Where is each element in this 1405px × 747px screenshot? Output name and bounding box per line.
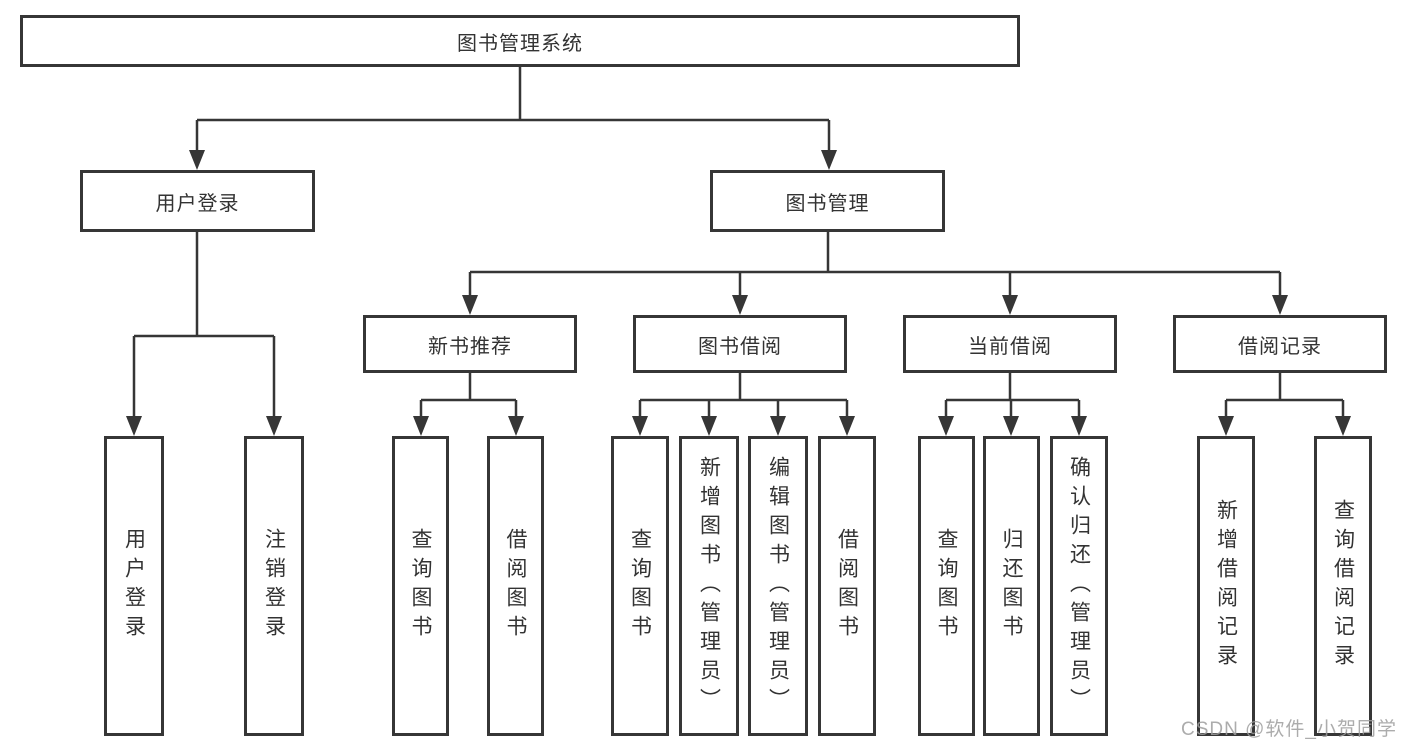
connector-new-book-spine [421, 373, 516, 402]
leaf-user-login-label: 用户登录 [122, 528, 146, 644]
leaf-query-books-current: 查询图书 [918, 436, 975, 736]
node-borrow-records: 借阅记录 [1173, 315, 1387, 373]
node-user-login-label: 用户登录 [155, 192, 240, 215]
leaf-borrow-books-recommend-label: 借阅图书 [504, 528, 527, 644]
node-book-management-label: 图书管理 [785, 192, 870, 215]
leaf-query-books-borrow: 查询图书 [611, 436, 669, 736]
node-book-management: 图书管理 [710, 170, 945, 232]
node-user-login: 用户登录 [80, 170, 315, 232]
csdn-watermark: CSDN @软件_小贺同学 [1181, 719, 1397, 740]
leaf-confirm-return-admin-label: 确认归还（管理员） [1067, 455, 1091, 717]
node-root-system: 图书管理系统 [20, 15, 1020, 67]
node-book-borrow: 图书借阅 [633, 315, 847, 373]
leaf-return-books: 归还图书 [983, 436, 1040, 736]
leaf-borrow-books-recommend: 借阅图书 [487, 436, 544, 736]
connector-book-borrow-spine [640, 373, 847, 402]
connector-root-spine [197, 67, 829, 122]
connector-current-borrow-spine [946, 373, 1079, 402]
node-current-borrow-label: 当前借阅 [968, 335, 1052, 358]
leaf-query-borrow-record: 查询借阅记录 [1314, 436, 1372, 736]
leaf-edit-books-admin-label: 编辑图书（管理员） [766, 455, 790, 717]
node-new-book-recommend-label: 新书推荐 [428, 335, 512, 358]
connector-book-management-spine [470, 232, 1280, 274]
leaf-add-books-admin-label: 新增图书（管理员） [697, 455, 721, 717]
leaf-borrow-books-borrow-label: 借阅图书 [835, 528, 859, 644]
leaf-return-books-label: 归还图书 [1000, 528, 1023, 644]
leaf-add-borrow-record-label: 新增借阅记录 [1214, 499, 1238, 673]
leaf-add-borrow-record: 新增借阅记录 [1197, 436, 1255, 736]
leaf-borrow-books-borrow: 借阅图书 [818, 436, 876, 736]
connector-user-login-spine [134, 232, 274, 338]
leaf-query-borrow-record-label: 查询借阅记录 [1331, 499, 1355, 673]
leaf-query-books-current-label: 查询图书 [935, 528, 958, 644]
node-new-book-recommend: 新书推荐 [363, 315, 577, 373]
node-root-label: 图书管理系统 [457, 32, 583, 55]
node-borrow-records-label: 借阅记录 [1238, 335, 1322, 358]
leaf-logout-label: 注销登录 [262, 528, 286, 644]
leaf-user-login: 用户登录 [104, 436, 164, 736]
connector-borrow-records-spine [1226, 373, 1343, 402]
node-book-borrow-label: 图书借阅 [698, 335, 782, 358]
node-current-borrow: 当前借阅 [903, 315, 1117, 373]
leaf-edit-books-admin: 编辑图书（管理员） [748, 436, 808, 736]
leaf-logout: 注销登录 [244, 436, 304, 736]
leaf-query-books-recommend: 查询图书 [392, 436, 449, 736]
leaf-query-books-borrow-label: 查询图书 [628, 528, 652, 644]
leaf-query-books-recommend-label: 查询图书 [409, 528, 432, 644]
leaf-add-books-admin: 新增图书（管理员） [679, 436, 739, 736]
leaf-confirm-return-admin: 确认归还（管理员） [1050, 436, 1108, 736]
